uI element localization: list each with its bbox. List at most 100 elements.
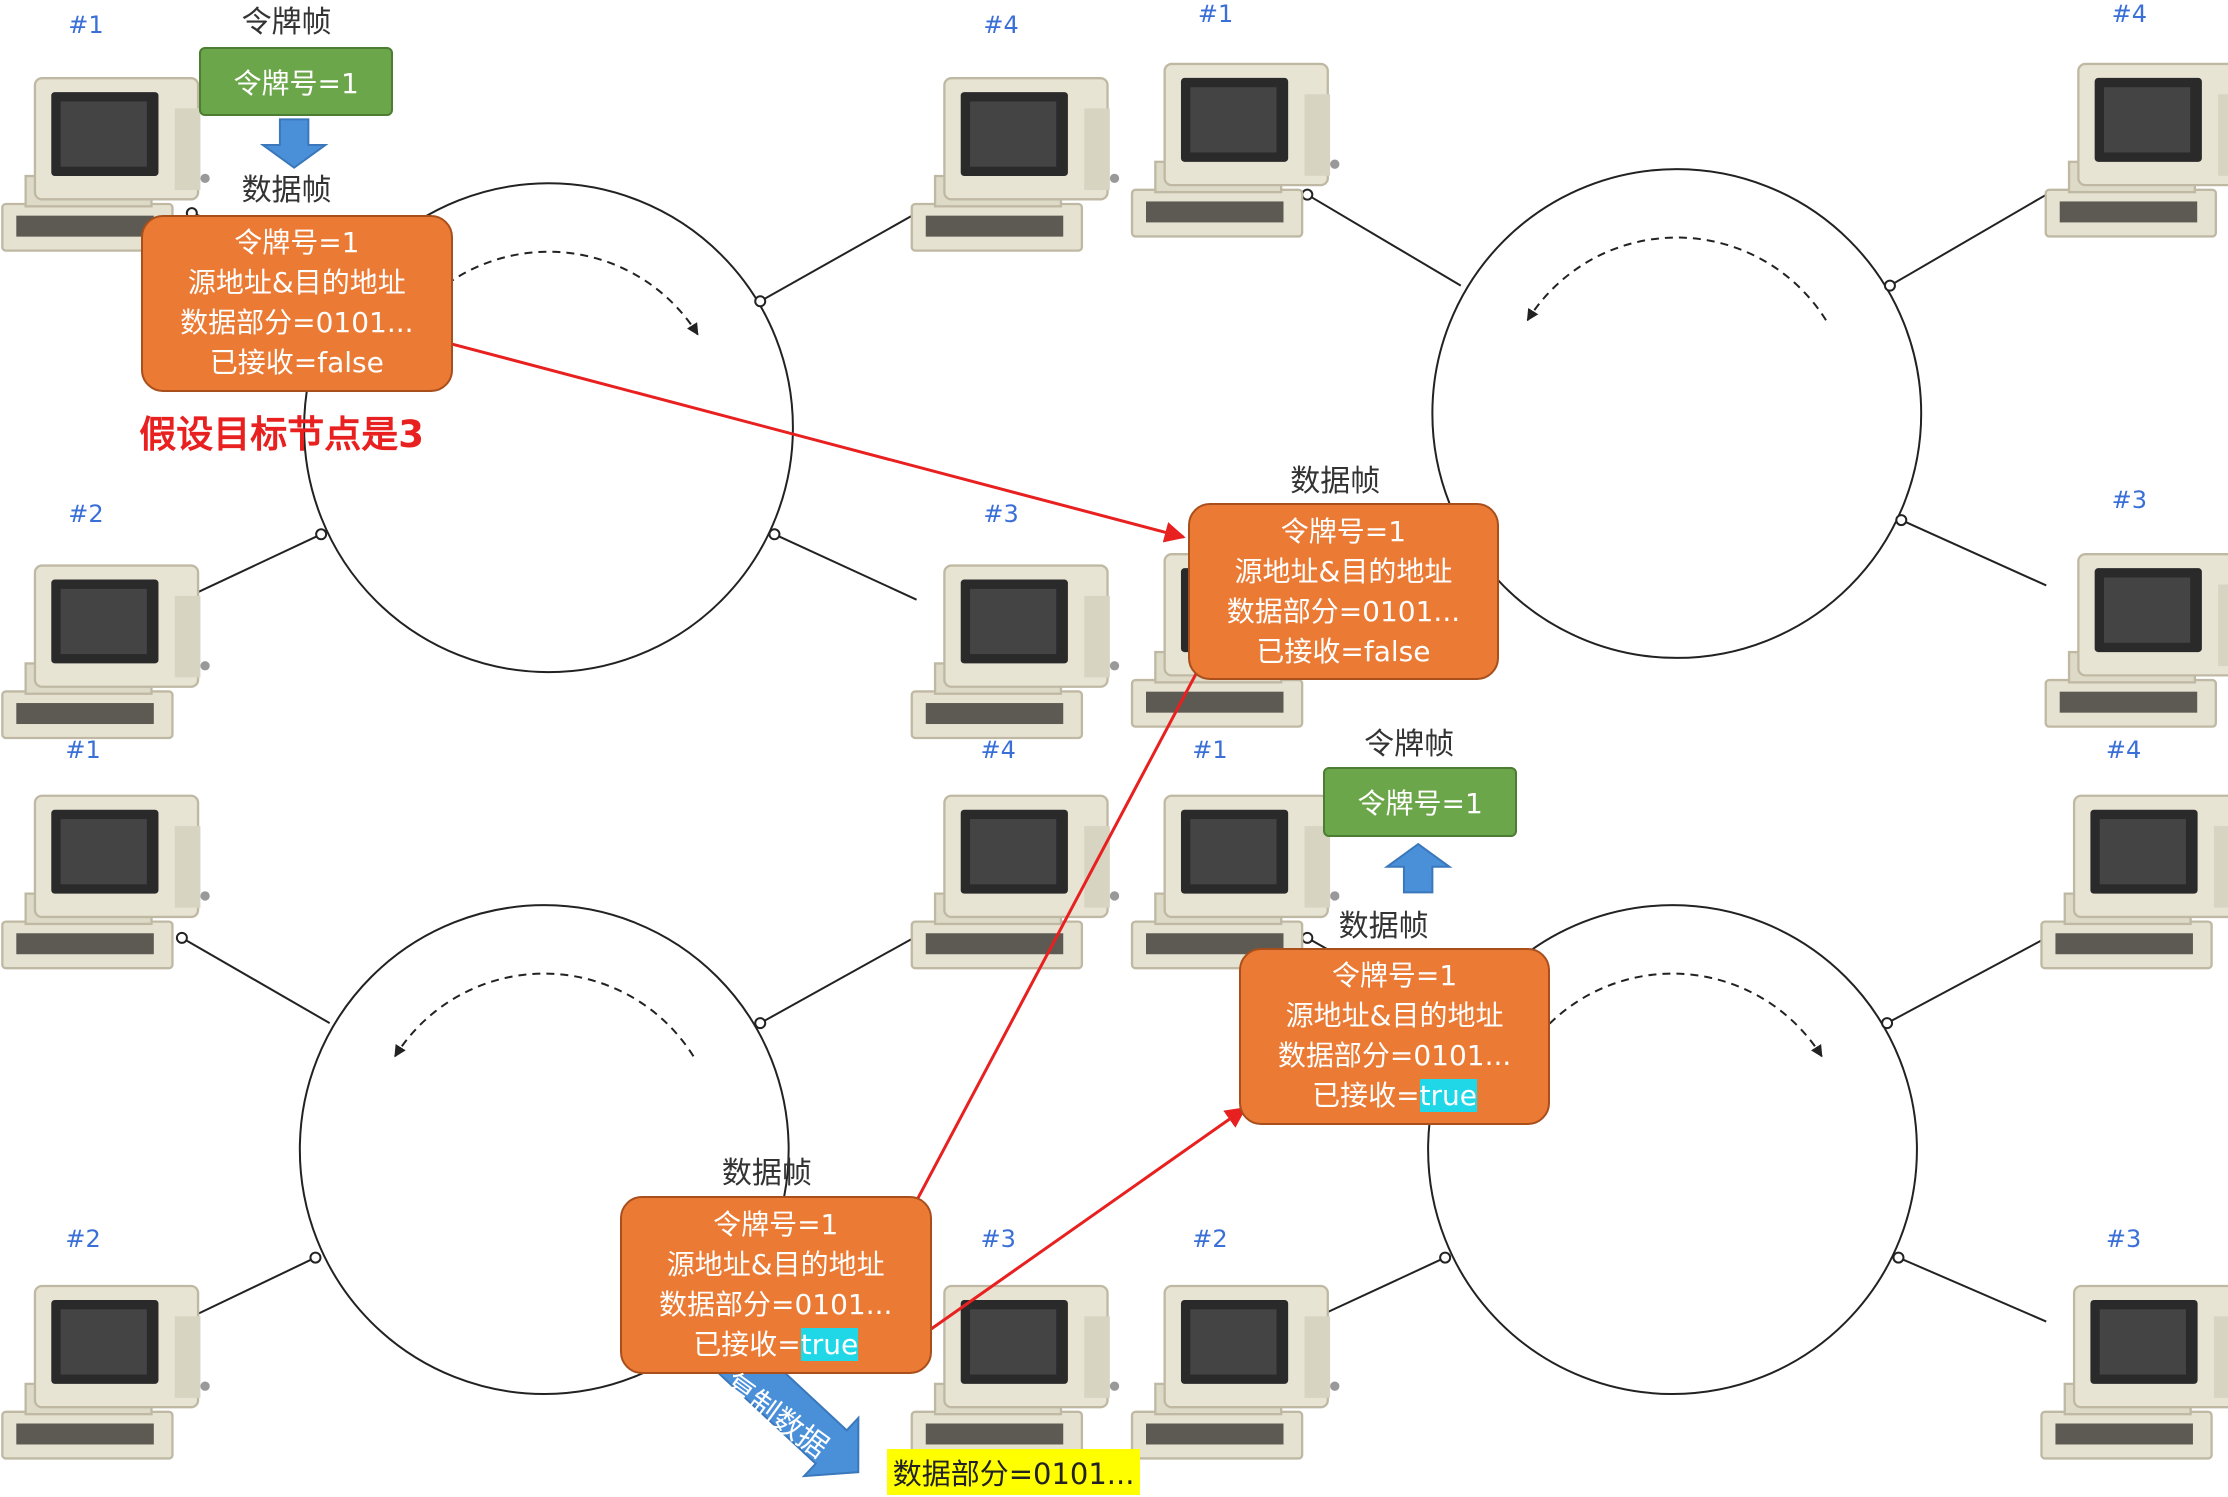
node-label: #3 — [980, 1224, 1016, 1253]
node-label: #3 — [2105, 1224, 2142, 1253]
token-box: 令牌号=1 — [198, 46, 394, 117]
computer-icon — [2044, 553, 2228, 728]
frame-field-addresses: 源地址&目的地址 — [1234, 554, 1453, 588]
computer-icon — [2040, 1284, 2228, 1460]
ring-port — [309, 1251, 322, 1264]
assumption-text: 假设目标节点是3 — [139, 412, 424, 456]
ring-link — [759, 936, 915, 1024]
received-value: true — [800, 1328, 859, 1362]
frame-field-token: 令牌号=1 — [1331, 959, 1458, 993]
computer-icon — [1, 564, 211, 740]
ring-3 — [298, 904, 790, 1396]
node-label: #1 — [1192, 736, 1228, 765]
copy-arrow-icon — [717, 1339, 860, 1478]
node-label: #4 — [2111, 0, 2147, 28]
computer-icon — [1130, 1284, 1341, 1460]
ring-link — [1889, 193, 2047, 287]
frame-field-token: 令牌号=1 — [234, 226, 360, 260]
frame-field-data: 数据部分=0101... — [1277, 1039, 1512, 1073]
frame-field-received: 已接收=true — [1312, 1076, 1478, 1116]
received-prefix: 已接收= — [693, 1328, 801, 1362]
data-frame: 令牌号=1 源地址&目的地址数据部分=0101... 已接收=false — [1187, 503, 1499, 681]
node-label: #1 — [68, 11, 104, 40]
ring-port — [1883, 279, 1896, 292]
computer-icon — [910, 794, 1121, 970]
token-frame-title: 令牌帧 — [1364, 727, 1455, 763]
ring-port — [1301, 931, 1314, 944]
data-frame-title: 数据帧 — [241, 172, 332, 208]
ring-link — [759, 212, 918, 303]
received-prefix: 已接收= — [209, 346, 318, 380]
received-value: false — [1363, 634, 1431, 668]
frame-field-received: 已接收=true — [693, 1325, 859, 1365]
frame-field-data: 数据部分=0101... — [180, 306, 414, 340]
ring-port — [315, 528, 328, 541]
frame-field-addresses: 源地址&目的地址 — [1285, 999, 1504, 1033]
frame-field-data: 数据部分=0101... — [1226, 594, 1461, 628]
frame-field-addresses: 源地址&目的地址 — [187, 266, 406, 300]
token-box: 令牌号=1 — [1322, 767, 1518, 837]
ring-direction-arrow — [1522, 972, 1823, 1058]
node-label: #3 — [983, 500, 1019, 529]
ring-port — [1301, 188, 1314, 201]
ring-direction-arrow — [1526, 236, 1827, 322]
data-frame: 令牌号=1 源地址&目的地址数据部分=0101...已接收=true — [1239, 947, 1551, 1126]
copied-data: 数据部分=0101... — [886, 1449, 1141, 1496]
data-frame-title: 数据帧 — [1338, 908, 1429, 944]
node-label: #3 — [2111, 485, 2147, 514]
ring-1 — [303, 182, 794, 674]
ring-link — [181, 936, 331, 1024]
token-frame-title: 令牌帧 — [241, 5, 332, 41]
ring-link — [1898, 1256, 2047, 1323]
down-arrow-icon — [259, 118, 329, 169]
computer-icon — [910, 564, 1121, 740]
computer-icon — [910, 76, 1121, 252]
node-label: #1 — [1197, 0, 1234, 28]
node-label: #2 — [68, 500, 104, 529]
ring-port — [1439, 1251, 1452, 1264]
computer-icon — [2044, 62, 2228, 238]
node-label: #4 — [980, 736, 1016, 765]
frame-field-token: 令牌号=1 — [1280, 514, 1407, 548]
ring-4 — [1427, 904, 1918, 1396]
ring-link — [181, 1256, 316, 1323]
computer-icon — [1130, 62, 1341, 238]
node-label: #4 — [983, 11, 1019, 40]
node-label: #2 — [1192, 1224, 1228, 1253]
computer-icon — [1, 1284, 211, 1460]
flow-arrow — [908, 1107, 1247, 1346]
ring-port — [754, 1017, 767, 1030]
node-label: #4 — [2105, 736, 2142, 765]
ring-port — [175, 931, 188, 944]
data-frame-title: 数据帧 — [1290, 464, 1381, 500]
ring-direction-arrow — [394, 972, 695, 1058]
ring-link — [1306, 1256, 1446, 1323]
frame-field-token: 令牌号=1 — [713, 1208, 839, 1242]
received-value: true — [1419, 1079, 1478, 1113]
ring-link — [774, 533, 917, 601]
received-value: false — [317, 346, 384, 380]
received-prefix: 已接收= — [1256, 634, 1364, 668]
node-label: #2 — [65, 1224, 101, 1253]
computer-icon — [2040, 794, 2228, 970]
data-frame-title: 数据帧 — [721, 1156, 812, 1192]
computer-icon — [910, 1284, 1121, 1460]
ring-link — [1306, 193, 1462, 287]
up-arrow-icon — [1383, 842, 1453, 894]
node-label: #1 — [65, 736, 101, 765]
frame-field-received: 已接收=false — [210, 343, 384, 383]
ring-port — [1895, 514, 1908, 527]
frame-field-received: 已接收=false — [1256, 632, 1430, 672]
ring-2 — [1431, 168, 1923, 659]
ring-port — [768, 528, 781, 541]
ring-port — [1892, 1251, 1905, 1264]
flow-arrow — [440, 339, 1186, 543]
ring-link — [1900, 519, 2047, 587]
flow-arrow — [902, 661, 1204, 1227]
ring-link — [181, 533, 322, 601]
ring-link — [1886, 936, 2047, 1025]
